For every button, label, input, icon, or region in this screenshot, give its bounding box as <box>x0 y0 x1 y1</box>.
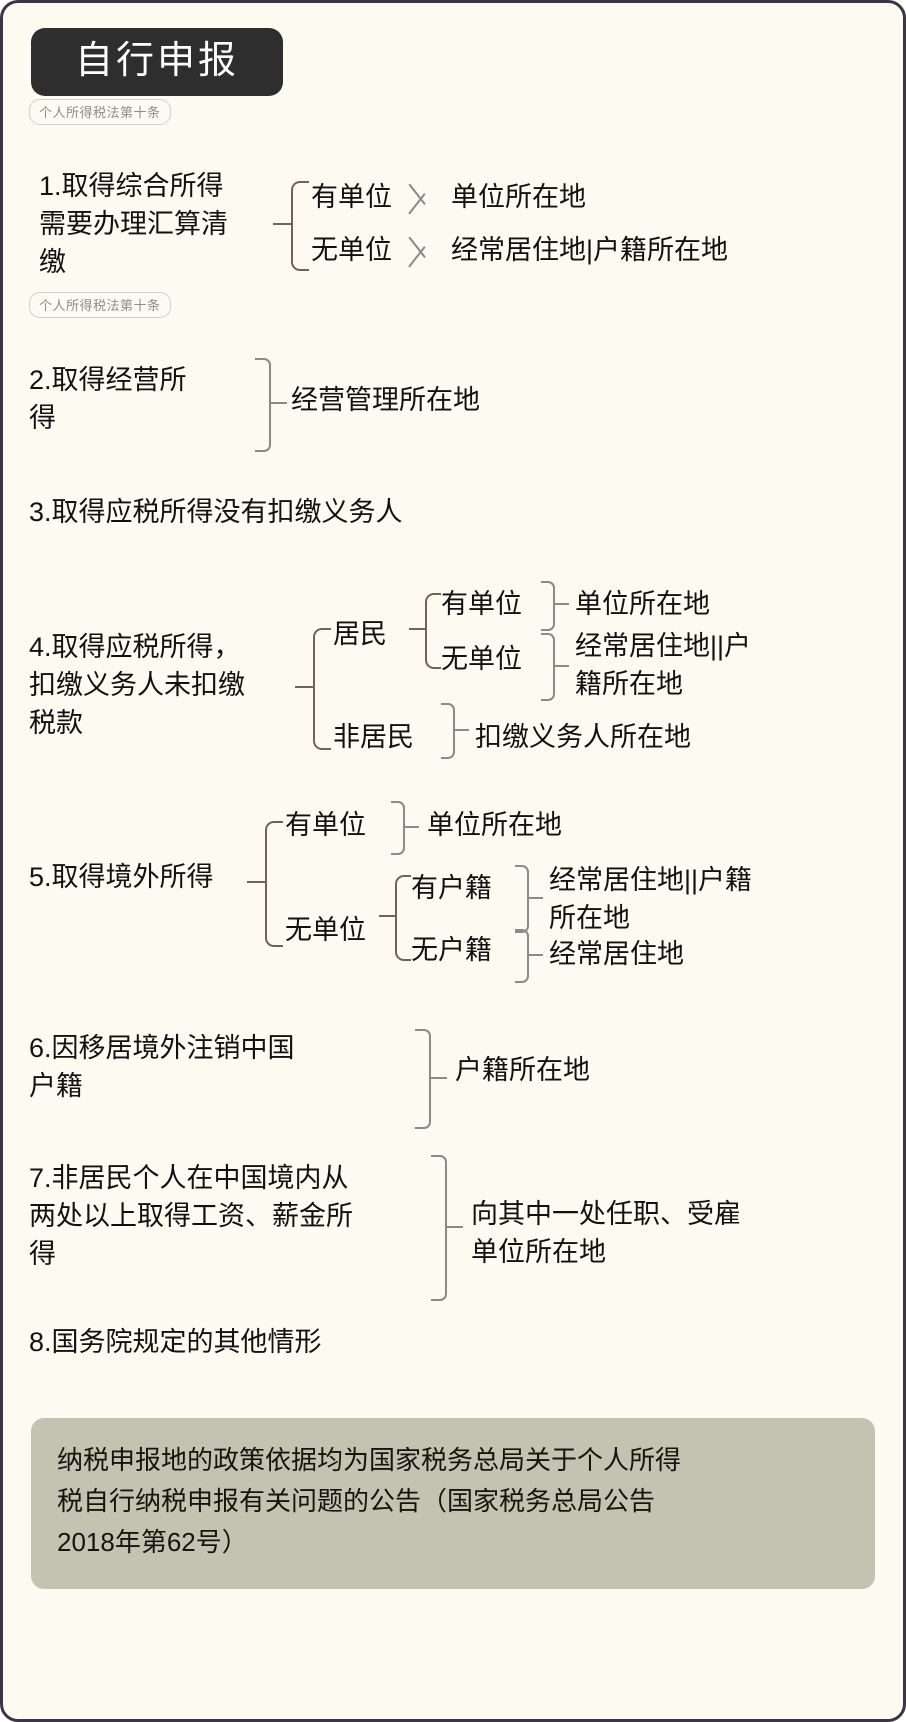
item-2-result-1: 经营管理所在地 <box>291 385 480 415</box>
item-7-label: 7.非居民个人在中国境内从 两处以上取得工资、薪金所 得 <box>29 1163 353 1269</box>
item-6-label: 6.因移居境外注销中国 户籍 <box>29 1033 295 1101</box>
item-5-subbranch-has-hukou: 有户籍 <box>411 873 492 903</box>
item-1-stem <box>273 223 293 226</box>
item-5-result-3: 经常居住地 <box>549 939 684 969</box>
header: 自行申报 <box>31 28 284 96</box>
item-4-bracket-main <box>313 628 331 750</box>
item-7-result-1: 向其中一处任职、受雇 单位所在地 <box>471 1199 741 1267</box>
item-5-bracket-sub <box>395 875 411 961</box>
item-4-bracket-resident <box>425 593 441 669</box>
item-8-label: 8.国务院规定的其他情形 <box>29 1327 322 1357</box>
item-5-stem-sub <box>379 915 397 918</box>
policy-note: 纳税申报地的政策依据均为国家税务总局关于个人所得 税自行纳税申报有关问题的公告（… <box>31 1418 875 1589</box>
item-5-branch-has-unit: 有单位 <box>285 810 366 840</box>
item-5-result-stem-1 <box>403 826 419 829</box>
item-4-branch-resident: 居民 <box>333 619 387 649</box>
item-5-result-stem-3 <box>527 954 543 957</box>
item-4-branch-nonresident: 非居民 <box>333 722 414 752</box>
item-5-result-stem-2 <box>527 897 543 900</box>
item-4-result-1: 单位所在地 <box>575 589 710 619</box>
item-7-stem <box>445 1226 463 1229</box>
item-4-result-stem-2 <box>553 665 569 668</box>
page-title: 自行申报 <box>31 28 284 96</box>
item-2-stem <box>269 402 287 405</box>
item-4-result-stem-1 <box>553 603 569 606</box>
item-5-label: 5.取得境外所得 <box>29 862 214 892</box>
item-5-subbranch-no-hukou: 无户籍 <box>411 935 492 965</box>
item-4-result-2: 经常居住地||户 籍所在地 <box>575 631 752 699</box>
item-1-bracket <box>291 181 309 271</box>
item-4-label: 4.取得应税所得， 扣缴义务人未扣缴 税款 <box>29 632 245 738</box>
item-1-branch-1: 有单位 <box>311 182 392 212</box>
item-1-label: 1.取得综合所得 需要办理汇算清 缴 <box>39 171 228 277</box>
item-4-stem-main <box>295 686 315 689</box>
item-5-branch-no-unit: 无单位 <box>285 915 366 945</box>
item-4-subbranch-no-unit: 无单位 <box>441 644 522 674</box>
item-6-result-1: 户籍所在地 <box>455 1055 590 1085</box>
item-4-result-bracket-1 <box>541 581 555 631</box>
item-3-label: 3.取得应税所得没有扣缴义务人 <box>29 497 403 527</box>
item-5-bracket-main <box>265 821 283 947</box>
item-1-result-2: 经常居住地|户籍所在地 <box>451 235 729 265</box>
item-2-label: 2.取得经营所 得 <box>29 365 187 433</box>
item-4-stem-resident <box>409 628 427 631</box>
chevron-icon-2 <box>407 221 433 281</box>
law-tag-1: 个人所得税法第十条 <box>29 99 171 125</box>
chevron-icon-1 <box>407 168 433 228</box>
item-2-bracket <box>255 358 271 452</box>
item-1-result-1: 单位所在地 <box>451 182 586 212</box>
item-1-branch-2: 无单位 <box>311 235 392 265</box>
item-5-result-1: 单位所在地 <box>427 810 562 840</box>
item-4-result-stem-3 <box>453 729 469 732</box>
law-tag-2: 个人所得税法第十条 <box>29 292 171 318</box>
item-4-result-3: 扣缴义务人所在地 <box>475 722 691 752</box>
item-5-result-2: 经常居住地||户籍 所在地 <box>549 865 753 933</box>
item-5-stem-main <box>247 881 267 884</box>
item-4-subbranch-has-unit: 有单位 <box>441 589 522 619</box>
item-6-stem <box>429 1077 447 1080</box>
